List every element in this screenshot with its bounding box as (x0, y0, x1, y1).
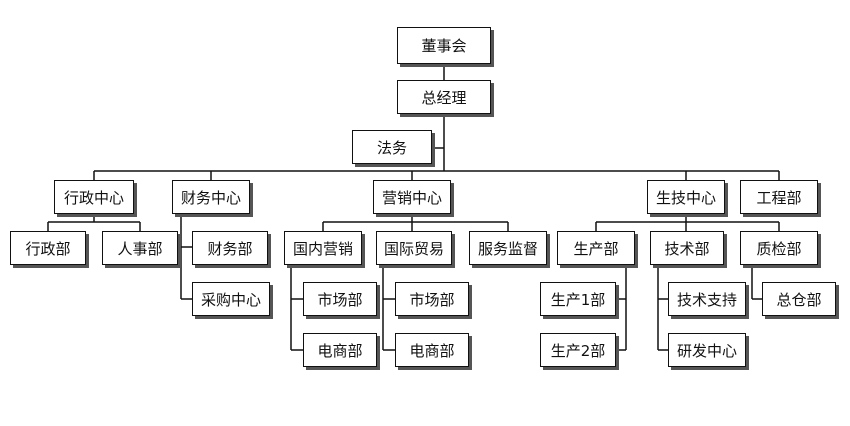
node-qc-dept: 质检部 (740, 231, 818, 265)
node-tech-dept: 技术部 (650, 231, 724, 265)
node-warehouse: 总仓部 (762, 282, 836, 316)
node-intl-market-dept: 市场部 (395, 282, 469, 316)
node-finance-center: 财务中心 (172, 180, 250, 214)
node-rd-center: 研发中心 (668, 333, 746, 367)
node-board: 董事会 (397, 27, 491, 64)
node-service-supervision: 服务监督 (469, 231, 547, 265)
node-hr-dept: 人事部 (102, 231, 178, 265)
node-production-dept: 生产部 (557, 231, 635, 265)
node-legal: 法务 (352, 130, 432, 164)
node-production-1: 生产1部 (540, 282, 616, 316)
node-production-tech-center: 生技中心 (647, 180, 725, 214)
node-marketing-center: 营销中心 (373, 180, 451, 214)
node-admin-dept: 行政部 (10, 231, 86, 265)
node-domestic-ecommerce-dept: 电商部 (303, 333, 377, 367)
node-intl-ecommerce-dept: 电商部 (395, 333, 469, 367)
node-domestic-marketing: 国内营销 (284, 231, 362, 265)
node-general-manager: 总经理 (397, 80, 491, 114)
node-admin-center: 行政中心 (54, 180, 134, 214)
node-domestic-market-dept: 市场部 (303, 282, 377, 316)
node-production-2: 生产2部 (540, 333, 616, 367)
node-intl-trade: 国际贸易 (376, 231, 452, 265)
node-procurement-center: 采购中心 (192, 282, 270, 316)
node-finance-dept: 财务部 (192, 231, 268, 265)
node-engineering-dept: 工程部 (740, 180, 818, 214)
node-tech-support: 技术支持 (668, 282, 746, 316)
